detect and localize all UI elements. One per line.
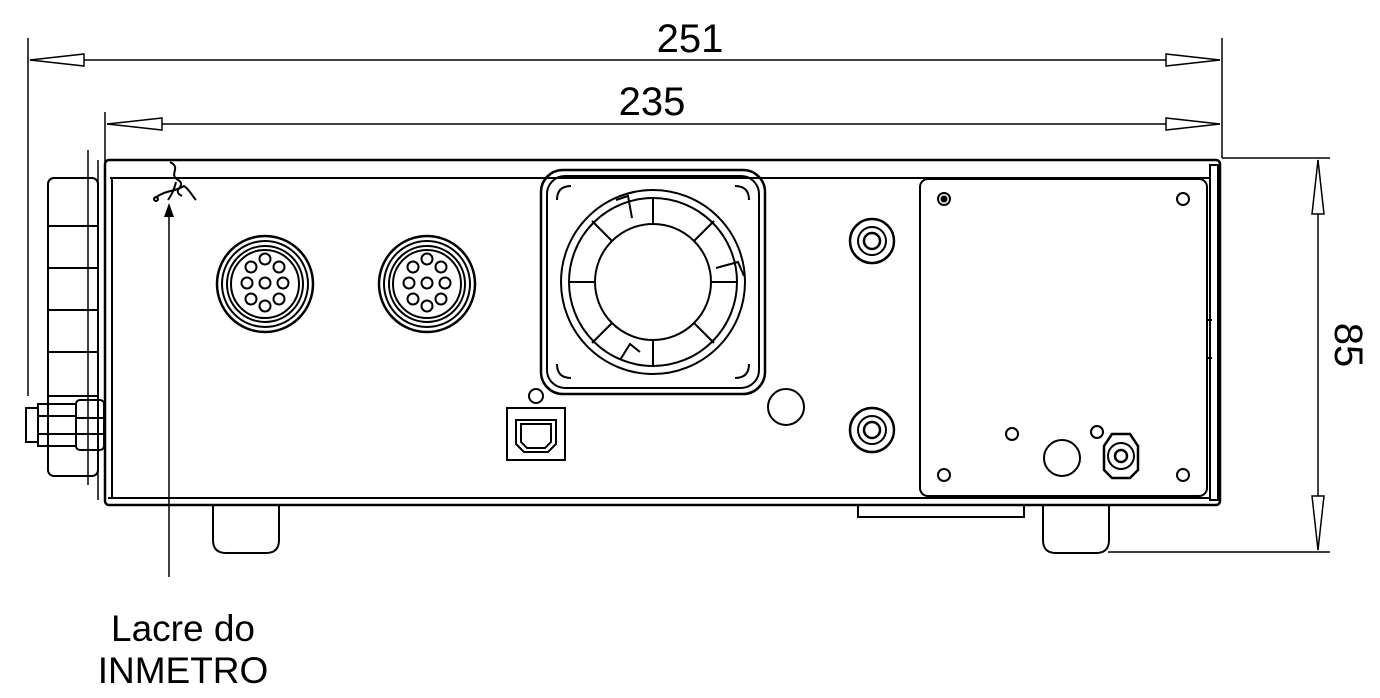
fan-spokes xyxy=(569,198,737,366)
circular-connector-2 xyxy=(377,234,477,334)
round-knockout xyxy=(767,388,805,426)
led-indicator xyxy=(528,388,544,404)
device-foot-right xyxy=(1042,505,1110,554)
small-hole xyxy=(1005,427,1019,441)
fitting-upper xyxy=(848,217,896,265)
side-bracket xyxy=(47,150,99,500)
dimension-body-width: 235 xyxy=(104,80,1221,170)
cover-plate xyxy=(919,178,1212,497)
seal-callout-arrow xyxy=(164,203,174,577)
fitting-lower xyxy=(848,406,896,454)
bottom-plate xyxy=(857,504,1025,518)
screw-hole-top-left xyxy=(937,192,951,206)
screw-hole-bottom-right xyxy=(1176,468,1190,482)
circular-connector-1 xyxy=(215,234,315,334)
side-fitting xyxy=(25,399,105,451)
seal-callout-label: Lacre do INMETRO xyxy=(68,608,298,692)
seal-callout-line2: INMETRO xyxy=(97,650,269,691)
usb-b-port xyxy=(506,407,566,461)
dimension-height: 85 xyxy=(1108,157,1370,553)
seal-callout-line1: Lacre do xyxy=(111,608,255,649)
dimension-overall-width: 251 xyxy=(27,17,1223,396)
seal-wire-icon xyxy=(153,161,197,202)
fitting-panel xyxy=(1102,432,1140,480)
dimension-height-label: 85 xyxy=(1326,323,1370,368)
plug-hole xyxy=(1043,439,1081,477)
dimension-body-width-label: 235 xyxy=(619,80,686,124)
screw-hole-top-right xyxy=(1176,192,1190,206)
cooling-fan xyxy=(539,168,767,396)
small-hole-2 xyxy=(1090,425,1104,439)
device-foot-left xyxy=(212,505,280,554)
screw-hole-bottom-left xyxy=(937,468,951,482)
dimension-overall-width-label: 251 xyxy=(657,17,724,61)
